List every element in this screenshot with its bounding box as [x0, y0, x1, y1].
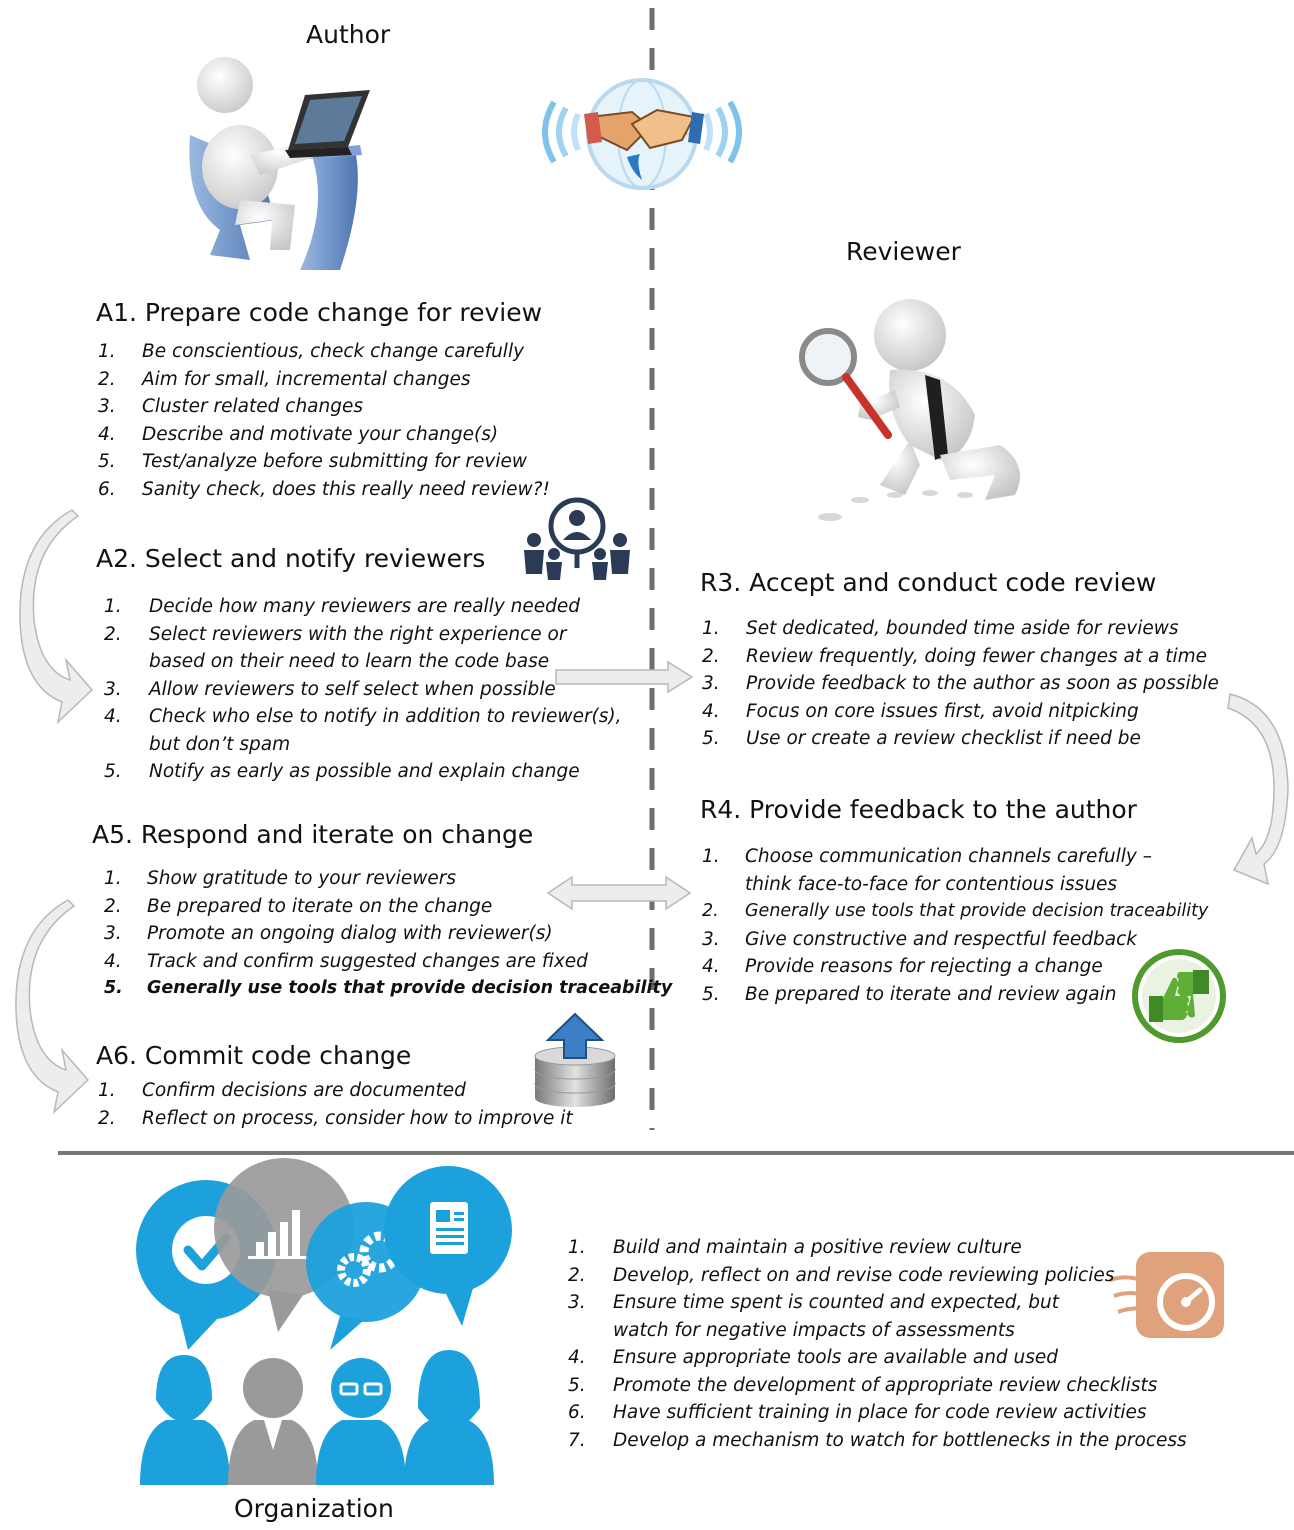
a5-r4-double-arrow: [546, 875, 692, 911]
list-item: 3.Ensure time spent is counted and expec…: [568, 1292, 1059, 1313]
organization-people-icon: [130, 1158, 512, 1485]
list-item: 2.Aim for small, incremental changes: [98, 368, 471, 390]
r4-list: 1.Choose communication channels carefull…: [702, 843, 1208, 1008]
a6-heading: A6. Commit code change: [96, 1041, 412, 1070]
list-item: 7.Develop a mechanism to watch for bottl…: [568, 1429, 1187, 1451]
list-item: 5.Test/analyze before submitting for rev…: [98, 451, 527, 472]
list-item: watch for negative impacts of assessment…: [613, 1319, 1015, 1341]
list-item: 3.Provide feedback to the author as soon…: [702, 673, 1219, 694]
organization-list: 1.Build and maintain a positive review c…: [568, 1234, 1187, 1454]
a2-heading: A2. Select and notify reviewers: [96, 544, 486, 573]
list-item: 6.Sanity check, does this really need re…: [98, 478, 550, 500]
list-item: 1.Be conscientious, check change careful…: [98, 341, 525, 362]
author-reviewer-divider: [649, 8, 655, 1130]
r4-heading: R4. Provide feedback to the author: [700, 795, 1137, 824]
list-item: 5.Generally use tools that provide decis…: [104, 978, 673, 998]
list-item: 3.Promote an ongoing dialog with reviewe…: [104, 923, 553, 944]
reviewer-label: Reviewer: [846, 237, 961, 266]
list-item: 4.Ensure appropriate tools are available…: [568, 1347, 1059, 1368]
list-item: but don’t spam: [149, 733, 291, 755]
r3-to-r4-curved-arrow: [1227, 693, 1289, 886]
handshake-globe-icon: [542, 78, 742, 190]
a1-heading: A1. Prepare code change for review: [96, 298, 543, 327]
list-item: based on their need to learn the code ba…: [149, 651, 550, 672]
list-item: 1.Show gratitude to your reviewers: [104, 868, 457, 889]
list-item: think face-to-face for contentious issue…: [745, 873, 1118, 895]
list-item: 5.Notify as early as possible and explai…: [104, 761, 580, 782]
list-item: 1.Set dedicated, bounded time aside for …: [702, 618, 1179, 639]
list-item: 4.Check who else to notify in addition t…: [104, 706, 622, 727]
list-item: 2.Be prepared to iterate on the change: [104, 895, 493, 917]
reviewer-magnifier-figure-icon: [799, 299, 1020, 521]
a5-list: 1.Show gratitude to your reviewers 2.Be …: [104, 865, 672, 1003]
list-item: 3.Cluster related changes: [98, 396, 363, 417]
reviewers-group-icon: [524, 497, 630, 580]
a5-to-a6-curved-arrow: [15, 899, 90, 1115]
r3-heading: R3. Accept and conduct code review: [700, 568, 1157, 597]
thumbs-up-down-icon: [1132, 949, 1226, 1043]
a5-heading: A5. Respond and iterate on change: [92, 820, 534, 849]
list-item: 2.Select reviewers with the right experi…: [104, 623, 567, 645]
list-item: 3.Allow reviewers to self select when po…: [104, 678, 556, 700]
a1-list: 1.Be conscientious, check change careful…: [98, 338, 550, 503]
organization-label: Organization: [234, 1494, 394, 1523]
a2-list: 1.Decide how many reviewers are really n…: [104, 593, 622, 786]
list-item: 5.Be prepared to iterate and review agai…: [702, 983, 1117, 1005]
list-item: 2.Review frequently, doing fewer changes…: [702, 645, 1207, 667]
list-item: 4.Describe and motivate your change(s): [98, 423, 499, 445]
organization-divider: [58, 1151, 1294, 1155]
list-item: 6.Have sufficient training in place for …: [568, 1402, 1147, 1423]
list-item: 1.Decide how many reviewers are really n…: [104, 596, 581, 617]
speedometer-icon: [1109, 1252, 1224, 1338]
list-item: 4.Track and confirm suggested changes ar…: [104, 950, 588, 972]
list-item: 2.Reflect on process, consider how to im…: [98, 1107, 573, 1129]
a1-to-a2-curved-arrow: [19, 509, 94, 725]
a2-to-r3-arrow: [555, 660, 694, 694]
list-item: 4.Focus on core issues first, avoid nitp…: [702, 700, 1139, 722]
list-item: 5.Use or create a review checklist if ne…: [702, 728, 1141, 749]
list-item: 1.Build and maintain a positive review c…: [568, 1237, 1022, 1258]
list-item: 1.Choose communication channels carefull…: [702, 846, 1152, 867]
list-item: 3.Give constructive and respectful feedb…: [702, 928, 1138, 950]
list-item: 2.Develop, reflect on and revise code re…: [568, 1264, 1115, 1286]
r3-list: 1.Set dedicated, bounded time aside for …: [702, 615, 1219, 753]
author-label: Author: [306, 20, 391, 49]
author-figure-icon: [189, 57, 370, 270]
a6-list: 1.Confirm decisions are documented 2.Ref…: [98, 1077, 573, 1132]
list-item: 2.Generally use tools that provide decis…: [702, 901, 1209, 921]
list-item: 4.Provide reasons for rejecting a change: [702, 956, 1103, 977]
list-item: 1.Confirm decisions are documented: [98, 1080, 466, 1101]
list-item: 5.Promote the development of appropriate…: [568, 1374, 1158, 1396]
database-upload-icon: [534, 1012, 616, 1107]
